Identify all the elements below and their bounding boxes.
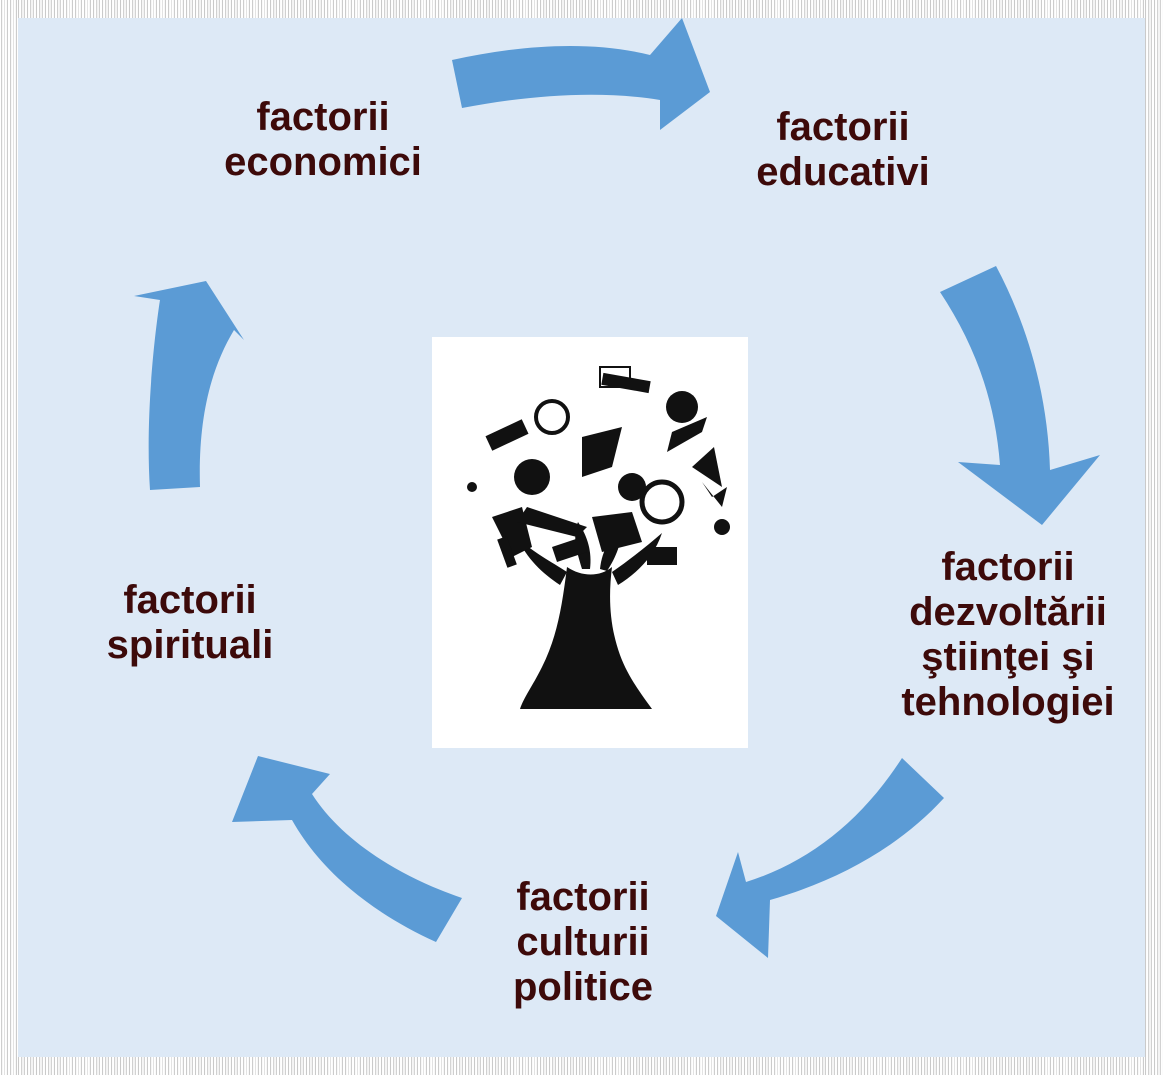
node-science: factorii dezvoltării ştiinţei şi tehnolo…	[868, 545, 1148, 725]
node-educational-line-1: factorii	[776, 105, 910, 149]
node-economic-line-1: factorii	[256, 95, 390, 139]
arrow-political-to-spiritual	[232, 756, 462, 942]
node-educational: factorii educativi	[713, 105, 973, 195]
node-political-line-1: factorii	[516, 875, 650, 919]
node-science-line-4: tehnologiei	[901, 680, 1115, 724]
tree-of-culture-icon	[467, 366, 730, 709]
node-political-line-2: culturii	[516, 920, 650, 964]
node-economic-line-2: economici	[224, 140, 422, 184]
arrow-science-to-political	[716, 758, 944, 958]
node-science-line-3: ştiinţei şi	[921, 635, 1095, 679]
node-spiritual: factorii spirituali	[70, 578, 310, 668]
arrow-economic-to-educational	[452, 18, 710, 130]
center-image	[432, 337, 748, 748]
node-political: factorii culturii politice	[463, 875, 703, 1010]
node-spiritual-line-2: spirituali	[106, 623, 274, 667]
node-political-line-3: politice	[512, 965, 654, 1009]
node-science-line-1: factorii	[941, 545, 1075, 589]
node-educational-line-2: educativi	[756, 150, 930, 194]
node-spiritual-line-1: factorii	[123, 578, 257, 622]
node-science-line-2: dezvoltării	[909, 590, 1107, 634]
arrow-spiritual-to-economic	[134, 281, 244, 490]
arrow-educational-to-science	[940, 266, 1100, 525]
node-economic: factorii economici	[193, 95, 453, 185]
